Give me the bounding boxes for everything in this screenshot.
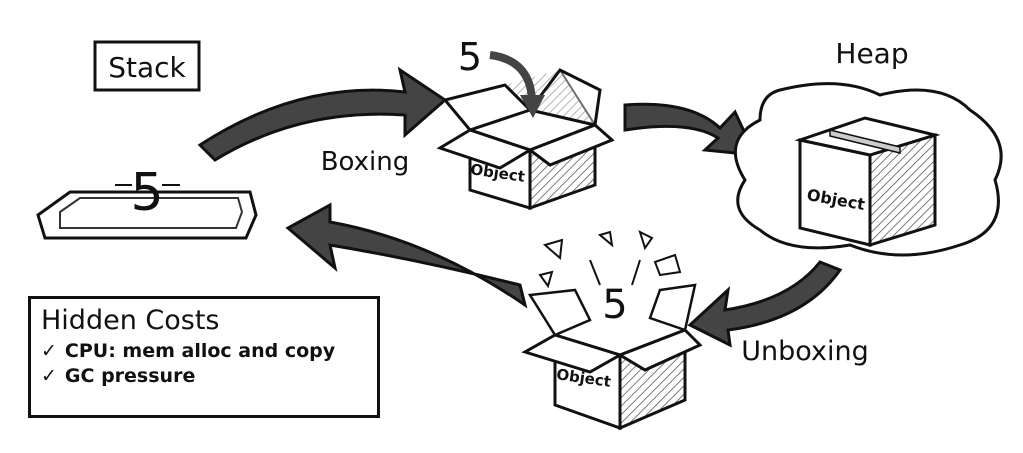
unboxing-object-box: 5 Object (521, 230, 703, 431)
boxing-value: 5 (458, 35, 482, 79)
return-to-stack-arrow (285, 202, 528, 309)
heap-cloud: Heap Object (733, 37, 1003, 257)
stack-value: 5 (130, 163, 163, 223)
boxing-label: Boxing (321, 147, 410, 177)
heap-label: Heap (835, 37, 908, 70)
unboxing-arrow (687, 260, 843, 348)
stack-tray: 5 (36, 163, 258, 240)
stack-label: Stack (108, 51, 186, 84)
unboxing-label: Unboxing (741, 336, 868, 367)
hidden-costs-panel: Hidden Costs ✓CPU: mem alloc and copy ✓G… (28, 296, 380, 418)
checkmark-icon: ✓ (41, 340, 57, 362)
stack-label-box: Stack (93, 40, 201, 92)
boxing-arrow (197, 66, 448, 162)
hidden-cost-item: ✓GC pressure (41, 365, 196, 387)
hidden-cost-item: ✓CPU: mem alloc and copy (41, 340, 336, 362)
boxing-object-box: 5 Object (436, 35, 615, 211)
checkmark-icon: ✓ (41, 365, 57, 387)
unboxing-value: 5 (602, 282, 627, 328)
hidden-costs-title: Hidden Costs (41, 305, 220, 336)
